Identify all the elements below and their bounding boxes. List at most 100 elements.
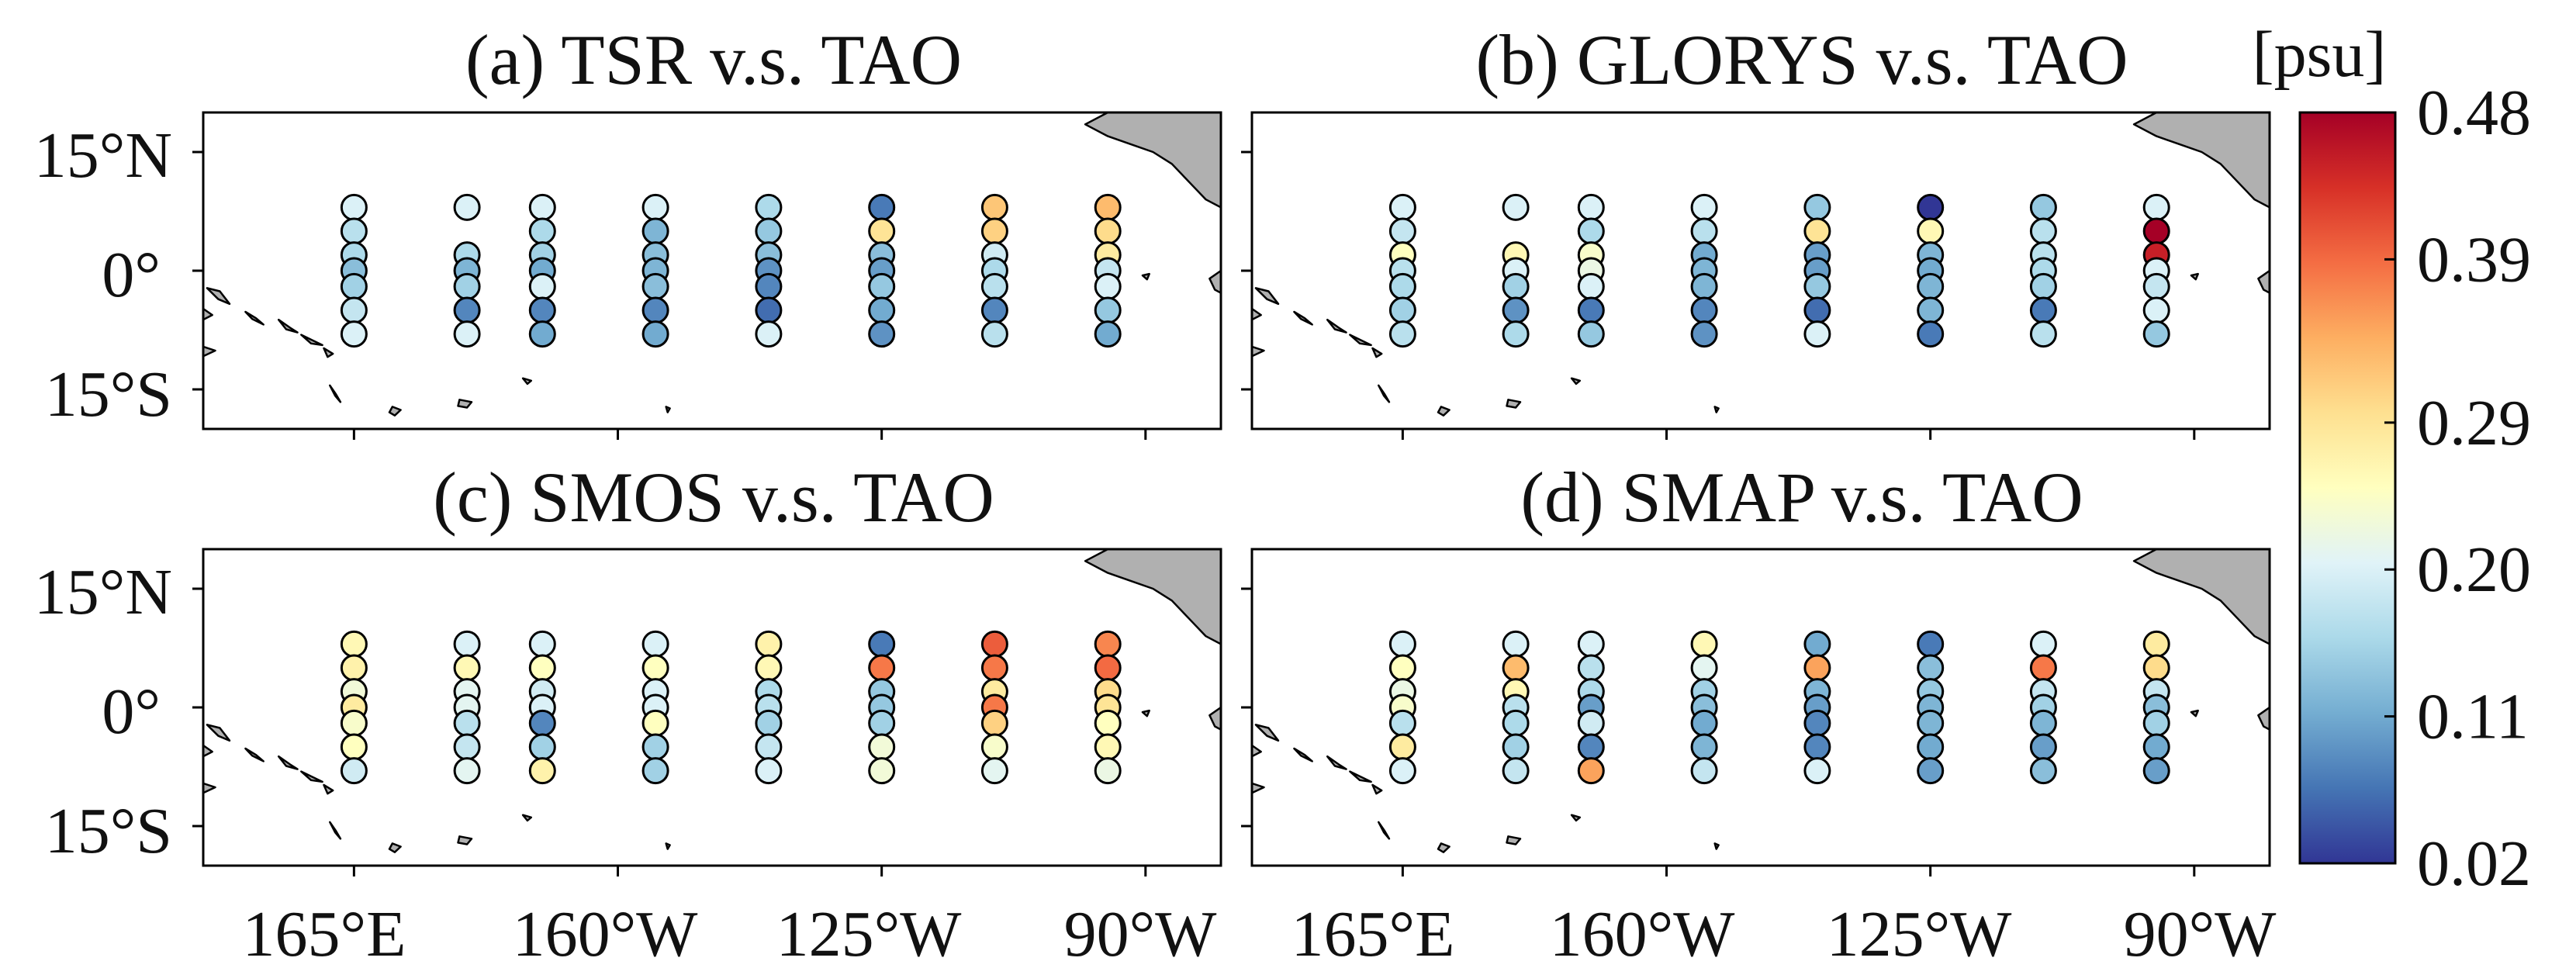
station-marker xyxy=(1094,217,1122,245)
station-marker xyxy=(528,654,556,682)
land-island xyxy=(1293,747,1313,762)
x-tick-160w-right: 160°W xyxy=(1550,898,1736,970)
station-marker xyxy=(2029,630,2057,658)
x-tick-165e-left: 165°E xyxy=(243,898,406,970)
station-marker xyxy=(340,733,368,761)
station-marker xyxy=(1094,733,1122,761)
land-island xyxy=(665,406,671,413)
station-marker xyxy=(641,757,669,785)
land-island xyxy=(323,783,334,795)
land-island xyxy=(244,747,265,762)
station-marker xyxy=(1803,272,1831,300)
station-marker xyxy=(1690,630,1718,658)
station-marker xyxy=(1917,654,1945,682)
station-marker xyxy=(453,733,481,761)
station-marker xyxy=(1577,709,1605,737)
station-marker xyxy=(868,757,896,785)
land-galapagos xyxy=(2190,272,2199,281)
station-marker xyxy=(1917,709,1945,737)
land-island xyxy=(388,406,402,417)
land-island xyxy=(1371,783,1383,795)
land-island xyxy=(1252,744,1262,758)
station-marker xyxy=(868,272,896,300)
station-marker xyxy=(2029,296,2057,324)
land-island xyxy=(1713,842,1720,850)
station-marker xyxy=(980,320,1008,348)
land-island xyxy=(1506,399,1522,409)
station-marker xyxy=(1803,217,1831,245)
station-marker xyxy=(1917,733,1945,761)
station-marker xyxy=(1690,320,1718,348)
station-marker xyxy=(755,654,783,682)
station-marker xyxy=(1502,654,1530,682)
station-marker xyxy=(641,320,669,348)
station-marker xyxy=(1094,654,1122,682)
land-island xyxy=(300,334,323,347)
y-tick-15s-bottom: 15°S xyxy=(45,795,172,867)
station-marker xyxy=(755,320,783,348)
station-marker xyxy=(453,757,481,785)
station-marker xyxy=(755,296,783,324)
land-island xyxy=(1570,377,1582,386)
land-central-america xyxy=(1084,549,1221,645)
land-island xyxy=(1252,307,1262,321)
station-marker xyxy=(1690,709,1718,737)
x-tick-125w-right: 125°W xyxy=(1827,898,2013,970)
station-marker xyxy=(528,193,556,221)
station-marker xyxy=(1094,757,1122,785)
station-marker xyxy=(2142,217,2170,245)
station-marker xyxy=(1803,320,1831,348)
map-panel-c xyxy=(192,548,1222,876)
station-marker xyxy=(1094,709,1122,737)
station-marker xyxy=(340,320,368,348)
station-marker xyxy=(980,757,1008,785)
station-marker xyxy=(453,654,481,682)
y-tick-15n-bottom: 15°N xyxy=(34,556,172,628)
station-marker xyxy=(528,296,556,324)
station-marker xyxy=(1388,654,1416,682)
station-marker xyxy=(1803,733,1831,761)
land-island xyxy=(203,307,213,321)
map-background xyxy=(203,112,1221,429)
land-island xyxy=(521,814,533,822)
station-marker xyxy=(2142,757,2170,785)
land-layer xyxy=(1252,549,2270,853)
land-island xyxy=(1349,770,1372,783)
station-marker xyxy=(980,296,1008,324)
station-marker xyxy=(755,709,783,737)
land-central-america xyxy=(2132,112,2270,209)
station-marker xyxy=(980,654,1008,682)
colorbar-tick-label: 0.20 xyxy=(2417,534,2531,606)
station-marker xyxy=(1577,217,1605,245)
land-central-america xyxy=(2132,549,2270,645)
station-marker xyxy=(1388,193,1416,221)
station-marker xyxy=(1577,733,1605,761)
station-marker xyxy=(1690,193,1718,221)
station-marker xyxy=(755,272,783,300)
station-marker xyxy=(755,217,783,245)
station-marker xyxy=(1502,272,1530,300)
land-island xyxy=(1254,287,1280,306)
land-island xyxy=(1713,406,1720,413)
land-south-america xyxy=(2257,269,2270,294)
station-marker xyxy=(641,296,669,324)
station-marker xyxy=(528,733,556,761)
land-island xyxy=(1506,835,1522,845)
station-marker xyxy=(1803,709,1831,737)
station-marker xyxy=(1502,193,1530,221)
station-marker xyxy=(1577,654,1605,682)
station-marker xyxy=(1388,272,1416,300)
station-marker xyxy=(1502,320,1530,348)
x-tick-90w-right: 90°W xyxy=(2124,898,2277,970)
x-tick-125w-left: 125°W xyxy=(776,898,963,970)
land-island xyxy=(329,384,342,403)
station-marker xyxy=(641,709,669,737)
station-marker xyxy=(2029,217,2057,245)
station-marker xyxy=(868,296,896,324)
station-marker xyxy=(755,630,783,658)
station-marker xyxy=(1502,630,1530,658)
land-island xyxy=(1252,782,1265,794)
colorbar-tick-label: 0.48 xyxy=(2417,77,2531,149)
station-marker xyxy=(1502,757,1530,785)
